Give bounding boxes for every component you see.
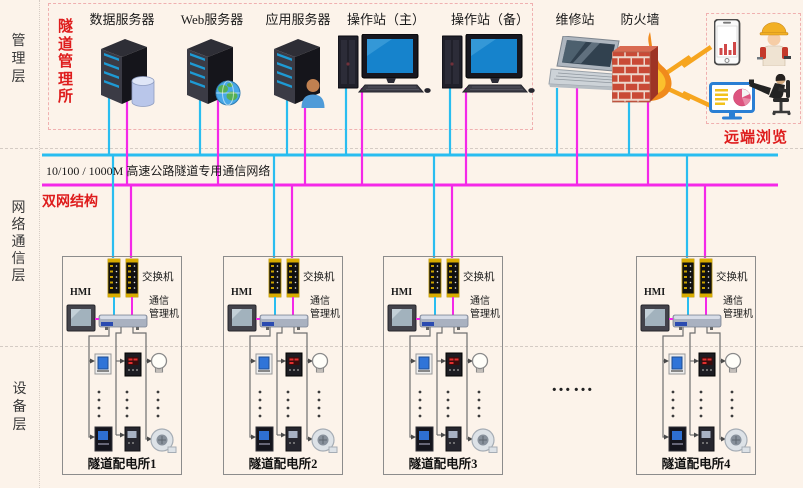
station-box-2: 交换机 HMI 通信 管理机 隧道配电所2 [223, 256, 343, 475]
firewall-wall-icon [612, 32, 676, 106]
remote-browse-box [706, 13, 801, 124]
remote-phone-icon [714, 19, 741, 66]
network-bus-label: 10/100 / 1000M 高速公路隧道专用通信网络 [46, 164, 271, 178]
hmi-label: HMI [391, 287, 413, 298]
remote-monitor-pie-icon [709, 82, 755, 122]
layer-rail-line [39, 0, 40, 488]
station-name: 隧道配电所2 [248, 457, 318, 471]
management-office-label: 隧道管理所 [57, 19, 73, 105]
layer-divider-management-network [0, 148, 803, 149]
switch-label: 交换机 [463, 272, 495, 283]
comm-manager-label: 通信 管理机 [149, 296, 179, 320]
hmi-label: HMI [70, 287, 92, 298]
device-drops-b [125, 88, 707, 258]
dual-network-label: 双网结构 [42, 195, 98, 210]
web-server-label: Web服务器 [180, 12, 244, 27]
layer-label-management: 管理层 [11, 34, 26, 85]
remote-person-chair-icon [749, 74, 799, 116]
layer-divider-network-device [0, 346, 803, 347]
station-box-3: 交换机 HMI 通信 管理机 隧道配电所3 [383, 256, 503, 475]
management-office-box [48, 3, 533, 130]
layer-label-device: 设备层 [12, 382, 27, 433]
comm-manager-label: 通信 管理机 [723, 296, 753, 320]
data-server-icon [93, 34, 159, 110]
station-name: 隧道配电所1 [87, 457, 157, 471]
comm-manager-label: 通信 管理机 [310, 296, 340, 320]
data-server-label: 数据服务器 [89, 12, 155, 27]
wireless-link-bolts [660, 45, 713, 109]
station-box-4: 交换机 HMI 通信 管理机 隧道配电所4 [636, 256, 756, 475]
hmi-label: HMI [644, 287, 666, 298]
web-server-icon [179, 34, 245, 110]
remote-browse-label: 远端浏览 [723, 130, 788, 146]
switch-label: 交换机 [142, 272, 174, 283]
hmi-label: HMI [231, 287, 253, 298]
app-server-icon [266, 34, 332, 110]
switch-label: 交换机 [716, 272, 748, 283]
op-station-main-icon [338, 34, 432, 96]
app-server-label: 应用服务器 [265, 12, 331, 27]
more-stations-ellipsis: …… [551, 374, 595, 396]
comm-manager-label: 通信 管理机 [470, 296, 500, 320]
op-station-main-label: 操作站（主） [346, 12, 425, 27]
station-name: 隧道配电所3 [408, 457, 478, 471]
switch-label: 交换机 [303, 272, 335, 283]
remote-worker-icon [757, 20, 791, 66]
op-station-backup-label: 操作站（备） [450, 12, 529, 27]
station-box-1: 交换机 HMI 通信 管理机 隧道配电所1 [62, 256, 182, 475]
layer-label-network: 网络通信层 [11, 201, 26, 284]
firewall-label: 防火墙 [620, 12, 660, 27]
maintenance-station-label: 维修站 [555, 12, 595, 27]
op-station-backup-icon [442, 34, 536, 96]
station-name: 隧道配电所4 [661, 457, 731, 471]
